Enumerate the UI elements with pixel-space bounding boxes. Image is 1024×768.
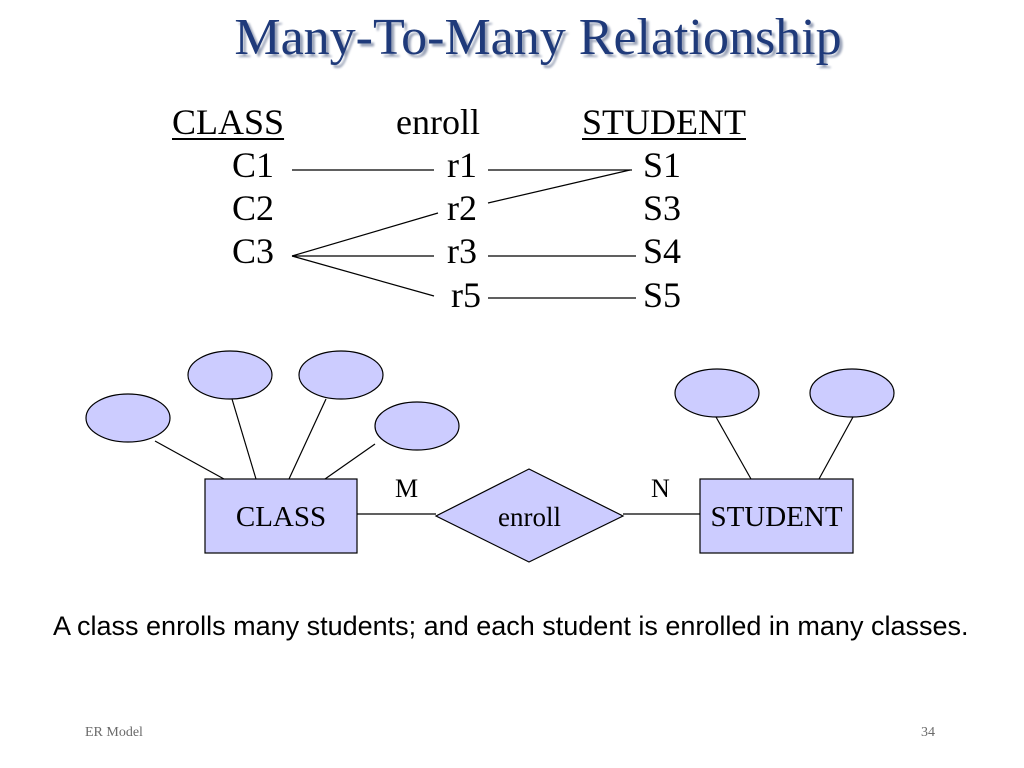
entity-student-label: STUDENT [710,501,843,533]
header-class: CLASS [172,102,285,142]
class-c1: C1 [232,145,275,185]
rel-r5: r5 [451,275,481,315]
entity-class-box [204,478,358,554]
student-s3: S3 [643,188,682,228]
student-s1: S1 [643,145,682,185]
attr-line-1 [154,440,225,480]
link-c3-r5 [291,255,435,297]
class-c2: C2 [232,188,275,228]
attr-line-3 [288,398,327,480]
student-s5: S5 [643,275,682,315]
cardinality-n: N [651,474,670,503]
entity-class-label: CLASS [235,501,327,533]
link-c2-r2 [291,212,439,257]
attr-line-6 [818,416,854,480]
footer-label: ER Model [85,725,143,740]
slide-title: Many-To-Many Relationship [234,9,842,66]
attribute-ellipse [374,401,460,451]
relationship-label: enroll [498,502,561,532]
attr-line-5 [715,416,752,480]
link-r2-s1 [487,169,631,204]
attribute-ellipse [85,393,171,443]
attr-line-4 [324,443,376,480]
attribute-ellipse [298,350,384,400]
page-number: 34 [921,725,935,740]
student-s4: S4 [643,231,682,271]
header-student: STUDENT [582,102,746,142]
header-enroll: enroll [396,102,480,142]
cardinality-m: M [395,474,419,503]
attribute-ellipse [187,350,273,400]
attribute-ellipse [809,368,895,418]
relationship-diamond [434,468,625,563]
attr-line-2 [231,398,257,480]
attribute-ellipse [674,368,760,418]
rel-r2: r2 [447,188,477,228]
rel-r1: r1 [447,145,477,185]
entity-student-box [699,478,854,554]
class-c3: C3 [232,231,275,271]
rel-r3: r3 [447,231,477,271]
slide-caption: A class enrolls many students; and each … [53,611,969,641]
